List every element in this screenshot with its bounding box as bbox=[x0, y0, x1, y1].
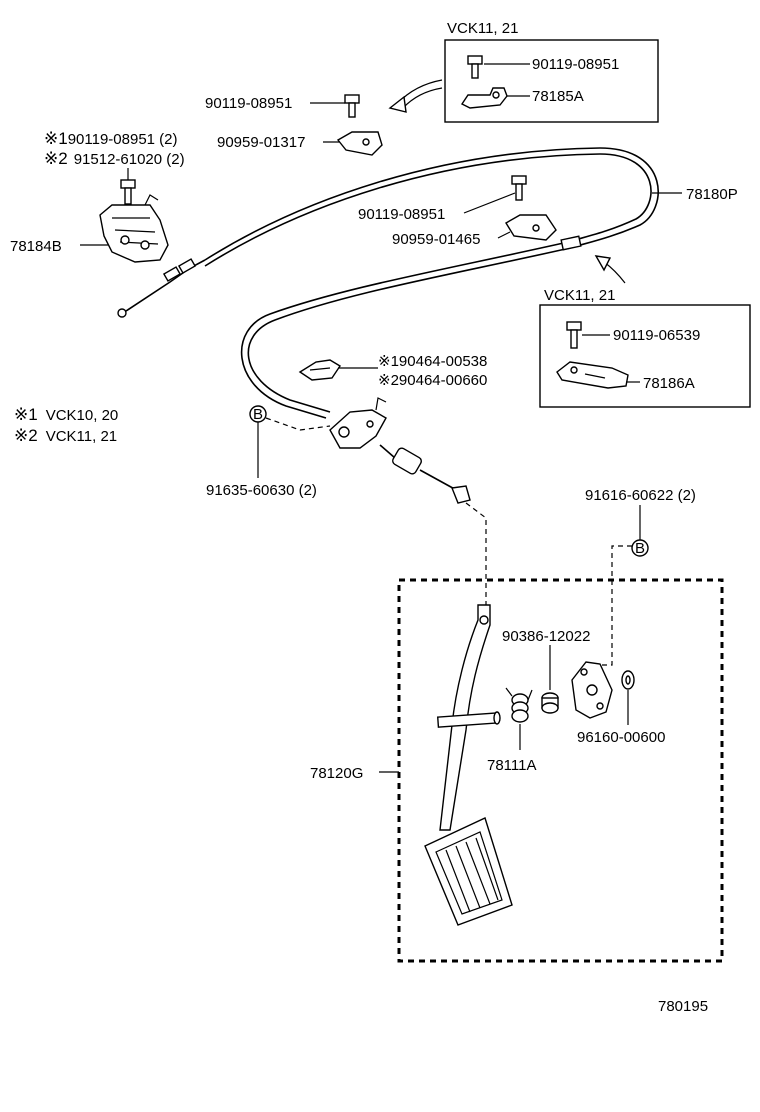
clamp-icon bbox=[336, 131, 383, 156]
accelerator-cable bbox=[117, 147, 659, 504]
inset-right-title: VCK11, 21 bbox=[544, 287, 615, 304]
inset-top-title: VCK11, 21 bbox=[447, 20, 518, 37]
inset-top-frame bbox=[444, 39, 659, 123]
note-bracket-1: ※190464-00538 bbox=[378, 353, 487, 370]
bracket-icon bbox=[556, 361, 629, 389]
inset-top: VCK11, 21 90119-08951 78185A bbox=[444, 20, 659, 123]
cable-end-icon bbox=[451, 485, 471, 504]
figure-number: 780195 bbox=[658, 998, 708, 1015]
bolt-icon bbox=[566, 321, 582, 349]
bolt-icon bbox=[467, 55, 483, 79]
bolt-icon bbox=[344, 94, 360, 118]
stopper-plate-icon bbox=[571, 661, 613, 719]
note-bracket: ※190464-00538 ※290464-00660 bbox=[378, 353, 487, 389]
bolt-icon bbox=[120, 179, 136, 205]
marker-b-right: B bbox=[631, 539, 649, 557]
label-78180p: 78180P bbox=[686, 186, 738, 203]
clip-icon bbox=[621, 670, 635, 690]
marker-b-left: B bbox=[249, 405, 267, 423]
spring-icon bbox=[505, 687, 533, 723]
label-96160-00600: 96160-00600 bbox=[577, 729, 665, 746]
inset-right-bolt-label: 90119-06539 bbox=[613, 327, 700, 344]
label-91635-60630: 91635-60630 (2) bbox=[206, 482, 317, 499]
bolt-icon bbox=[511, 175, 527, 201]
label-90119-08951-top: 90119-08951 bbox=[205, 95, 292, 112]
marker-b-left-label: B bbox=[253, 406, 263, 423]
pedal-arm-icon bbox=[436, 604, 501, 831]
pedal-pad-icon bbox=[424, 817, 513, 926]
label-90959-01465: 90959-01465 bbox=[392, 231, 480, 248]
note-top-left-1: ※190119-08951 (2) bbox=[44, 129, 178, 148]
bracket-icon bbox=[460, 87, 508, 109]
label-90959-01317: 90959-01317 bbox=[217, 134, 305, 151]
inset-top-bolt-label: 90119-08951 bbox=[532, 56, 619, 73]
marker-b-right-label: B bbox=[635, 540, 645, 557]
label-91616-60622: 91616-60622 (2) bbox=[585, 487, 696, 504]
arrow-icon bbox=[388, 79, 443, 113]
inset-right-bracket-label: 78186A bbox=[643, 375, 695, 392]
label-78120g: 78120G bbox=[310, 765, 363, 782]
cable-end-icon bbox=[117, 308, 127, 318]
note-bracket-2: ※290464-00660 bbox=[378, 372, 487, 389]
label-78111a: 78111A bbox=[487, 757, 537, 774]
cable-mount-bracket-icon bbox=[329, 397, 387, 449]
inset-right-frame bbox=[539, 304, 751, 408]
inset-top-bracket-label: 78185A bbox=[532, 88, 584, 105]
label-90386-12022: 90386-12022 bbox=[502, 628, 590, 645]
bracket-clip-icon bbox=[298, 359, 341, 381]
bushing-icon bbox=[541, 692, 559, 714]
arrow-icon bbox=[594, 255, 626, 284]
clamp-icon bbox=[505, 214, 557, 241]
label-90119-08951-mid: 90119-08951 bbox=[358, 206, 445, 223]
pedal-bracket-icon bbox=[99, 194, 169, 263]
inset-right: VCK11, 21 90119-06539 78186A bbox=[539, 287, 751, 408]
label-78184b: 78184B bbox=[10, 238, 62, 255]
cable-boot-icon bbox=[392, 447, 422, 475]
